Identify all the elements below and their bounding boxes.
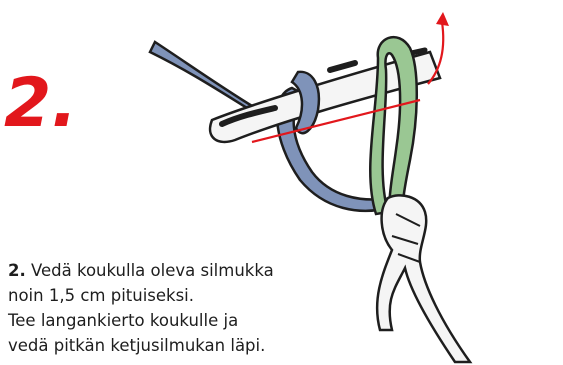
instruction-text: 2. Vedä koukulla oleva silmukka noin 1,5… — [8, 258, 308, 358]
instruction-line-4: vedä pitkän ketjusilmukan läpi. — [8, 333, 308, 358]
instruction-line-3: Tee langankierto koukulle ja — [8, 308, 308, 333]
instruction-line-1: Vedä koukulla oleva silmukka — [31, 261, 274, 280]
instruction-step-number: 2. — [8, 261, 26, 280]
yarn-knot — [377, 195, 470, 362]
hook-groove — [330, 63, 355, 70]
instruction-line-2: noin 1,5 cm pituiseksi. — [8, 283, 308, 308]
